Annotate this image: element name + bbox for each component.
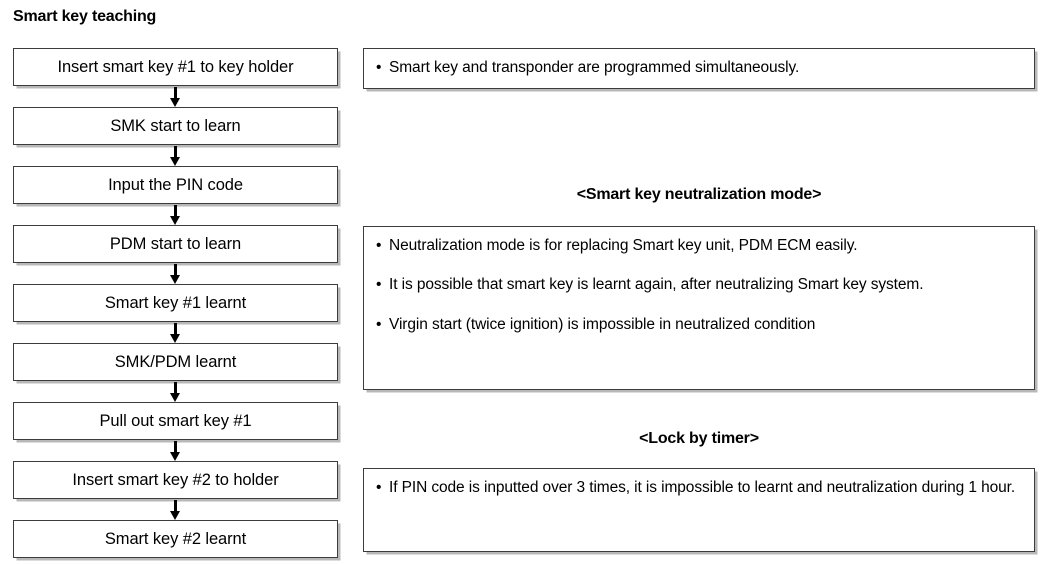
arrow-head [170,511,180,520]
arrow-head [170,216,180,225]
arrow-head [170,334,180,343]
bullet-icon: • [376,479,382,496]
bullet-icon: • [376,59,382,76]
note-box-programming: • Smart key and transponder are programm… [363,48,1035,89]
arrow-stem [174,146,177,159]
arrow-stem [174,264,177,277]
note-text: If PIN code is inputted over 3 times, it… [389,479,1016,496]
flow-step-label: Smart key #1 learnt [104,293,247,312]
flow-step-pull-out-smart-key-1[interactable]: Pull out smart key #1 [13,402,338,440]
flow-step-smk-pdm-learnt[interactable]: SMK/PDM learnt [13,343,338,381]
down-arrow-icon [13,381,338,402]
note-item: • Smart key and transponder are programm… [376,58,1020,78]
flow-step-smart-key-1-learnt[interactable]: Smart key #1 learnt [13,284,338,322]
note-box-neutralization: • Neutralization mode is for replacing S… [363,226,1035,390]
flow-step-label: Pull out smart key #1 [99,411,252,430]
down-arrow-icon [13,322,338,343]
note-text: Smart key and transponder are programmed… [389,59,800,76]
arrow-stem [174,87,177,100]
flow-step-insert-smart-key-2[interactable]: Insert smart key #2 to holder [13,461,338,499]
down-arrow-icon [13,440,338,461]
down-arrow-icon [13,204,338,225]
down-arrow-icon [13,86,338,107]
heading-lock-by-timer: <Lock by timer> [639,430,759,447]
down-arrow-icon [13,145,338,166]
bullet-icon: • [376,237,382,254]
page-title: Smart key teaching [13,8,157,25]
arrow-head [170,393,180,402]
flow-step-label: PDM start to learn [109,234,242,253]
arrow-head [170,275,180,284]
arrow-head [170,98,180,107]
bullet-icon: • [376,276,382,294]
flow-step-label: SMK/PDM learnt [114,352,237,371]
note-box-lock-by-timer: • If PIN code is inputted over 3 times, … [363,468,1035,552]
note-text: It is possible that smart key is learnt … [389,276,924,294]
flow-step-insert-smart-key-1[interactable]: Insert smart key #1 to key holder [13,48,338,86]
arrow-stem [174,205,177,218]
flow-step-label: Smart key #2 learnt [104,529,247,548]
bullet-icon: • [376,315,382,333]
arrow-stem [174,382,177,395]
flow-step-input-pin-code[interactable]: Input the PIN code [13,166,338,204]
arrow-stem [174,323,177,336]
flow-step-label: Input the PIN code [108,175,243,194]
note-item: • If PIN code is inputted over 3 times, … [376,478,1020,498]
note-item: • It is possible that smart key is learn… [376,275,1020,295]
note-text: Virgin start (twice ignition) is impossi… [389,315,816,333]
arrow-head [170,452,180,461]
flow-step-smk-start-to-learn[interactable]: SMK start to learn [13,107,338,145]
flow-step-label: Insert smart key #1 to key holder [57,57,294,76]
heading-smart-key-neutralization-mode: <Smart key neutralization mode> [576,186,822,203]
flow-step-pdm-start-to-learn[interactable]: PDM start to learn [13,225,338,263]
flow-step-label: SMK start to learn [110,116,241,135]
smart-key-teaching-flowchart: Insert smart key #1 to key holder SMK st… [13,48,338,558]
arrow-stem [174,441,177,454]
down-arrow-icon [13,263,338,284]
flow-step-smart-key-2-learnt[interactable]: Smart key #2 learnt [13,520,338,558]
down-arrow-icon [13,499,338,520]
note-text: Neutralization mode is for replacing Sma… [389,237,858,254]
arrow-stem [174,500,177,513]
note-item: • Virgin start (twice ignition) is impos… [376,315,1020,335]
flow-step-label: Insert smart key #2 to holder [72,470,279,489]
note-item: • Neutralization mode is for replacing S… [376,236,1020,256]
arrow-head [170,157,180,166]
